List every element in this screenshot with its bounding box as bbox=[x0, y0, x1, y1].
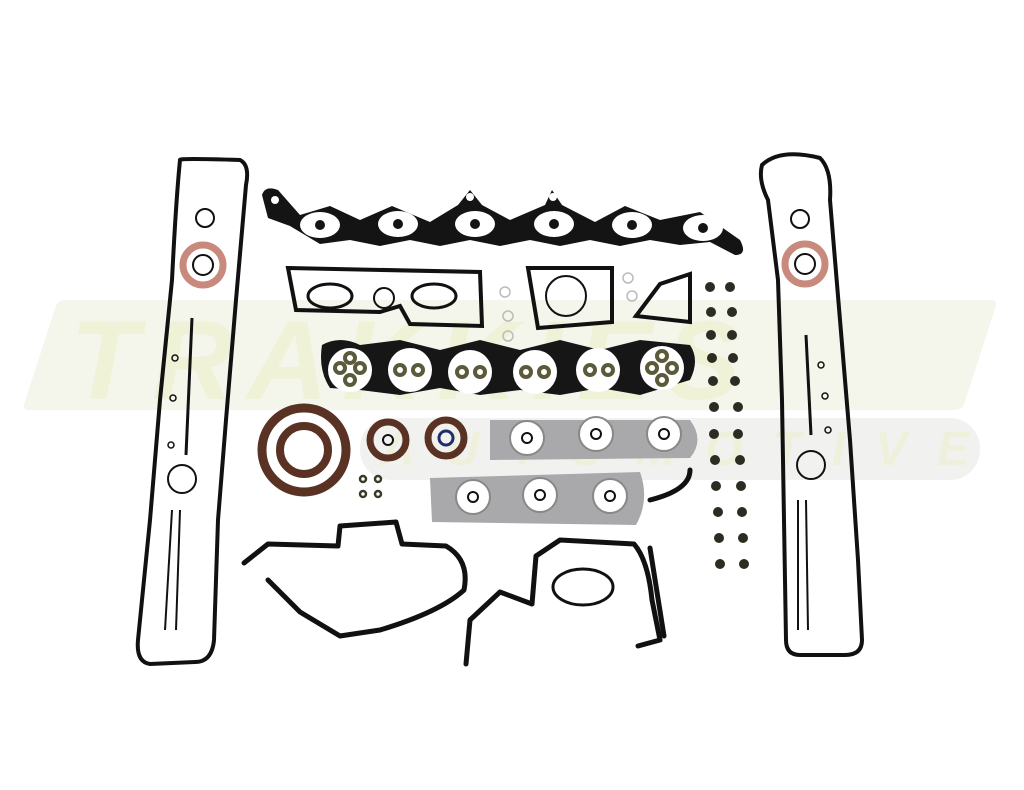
timing-cover-seals bbox=[241, 467, 693, 667]
valve-cover-gasket-right bbox=[758, 152, 865, 657]
valve-stem-seals bbox=[705, 282, 749, 569]
lower-intake-gasket bbox=[321, 340, 695, 395]
valve-cover-gasket-left bbox=[135, 157, 250, 667]
exhaust-manifold-gaskets bbox=[430, 416, 698, 525]
plenum-gaskets bbox=[285, 265, 692, 331]
intake-manifold-gasket bbox=[262, 188, 744, 255]
small-o-rings bbox=[499, 272, 638, 342]
crank-and-oil-seals bbox=[257, 403, 468, 499]
